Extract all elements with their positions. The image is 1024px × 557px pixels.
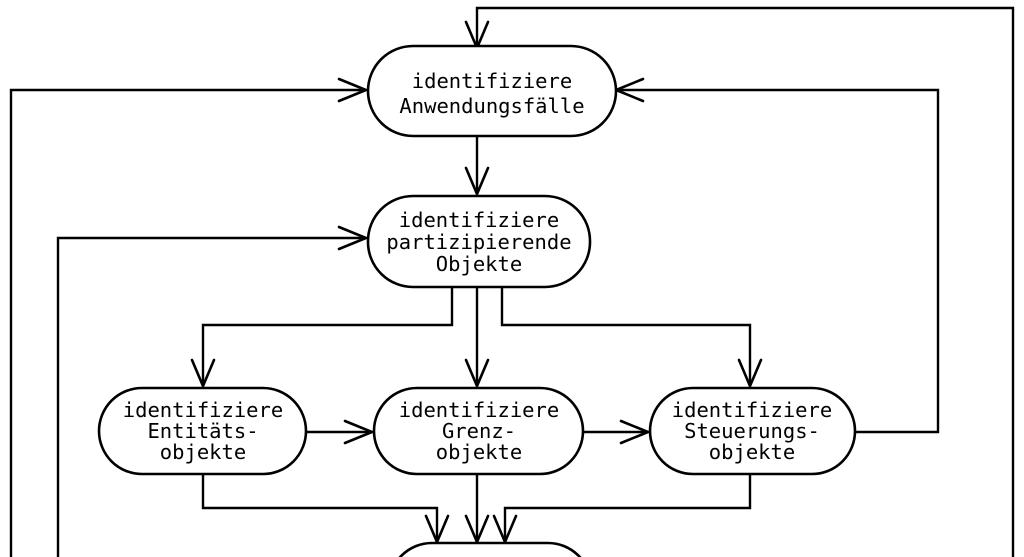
node-entitaetsobjekte-shape[interactable] bbox=[97, 386, 308, 476]
node-bottom-node-cropped[interactable] bbox=[389, 541, 591, 557]
node-partizipierende-objekte-line3: Objekte bbox=[436, 252, 522, 276]
arrow-head-down bbox=[737, 358, 763, 390]
node-steuerungsobjekte-line2: Steuerungs- bbox=[684, 419, 820, 443]
node-anwendungsfaelle-line2: Anwendungsfälle bbox=[399, 94, 584, 118]
node-bottom-node-cropped-shape[interactable] bbox=[389, 541, 591, 557]
edge-path bbox=[500, 287, 752, 386]
node-steuerungsobjekte-shape[interactable] bbox=[648, 386, 857, 476]
edge-partizipierende-to-steuerungs bbox=[500, 287, 763, 390]
node-partizipierende-objekte-line2: partizipierende bbox=[386, 230, 571, 254]
node-layer: identifiziere Anwendungsfälle identifizi… bbox=[97, 44, 857, 557]
node-entitaetsobjekte-line3: objekte bbox=[160, 440, 246, 464]
edge-grenz-to-bottom bbox=[464, 474, 490, 546]
edge-path bbox=[201, 287, 454, 386]
node-steuerungsobjekte-line1: identifiziere bbox=[672, 398, 832, 422]
node-grenzobjekte-line3: objekte bbox=[436, 440, 522, 464]
arrow-head-down bbox=[190, 358, 216, 390]
arrow-head-right bbox=[337, 77, 370, 103]
node-partizipierende-objekte-line1: identifiziere bbox=[399, 208, 559, 232]
node-anwendungsfaelle-line1: identifiziere bbox=[412, 69, 572, 93]
node-grenzobjekte[interactable]: identifiziere Grenz- objekte bbox=[372, 386, 585, 476]
edge-partizipierende-to-entitaets bbox=[190, 287, 454, 390]
edge-entitaets-to-bottom bbox=[201, 474, 450, 546]
edge-path bbox=[201, 474, 439, 542]
node-steuerungsobjekte[interactable]: identifiziere Steuerungs- objekte bbox=[648, 386, 857, 476]
node-partizipierende-objekte-shape[interactable] bbox=[366, 194, 592, 289]
edge-entitaets-to-grenz bbox=[306, 419, 376, 445]
edge-path bbox=[56, 236, 366, 557]
edge-anwendungsfaelle-to-partizipierende bbox=[464, 135, 490, 198]
node-grenzobjekte-line1: identifiziere bbox=[399, 398, 559, 422]
edge-path bbox=[9, 88, 366, 557]
edge-path bbox=[616, 88, 940, 434]
edge-grenz-to-steuerungs bbox=[583, 419, 652, 445]
node-anwendungsfaelle[interactable]: identifiziere Anwendungsfälle bbox=[366, 44, 618, 138]
arrow-head-right bbox=[337, 225, 370, 251]
edge-right-feedback-into-anwendungsfaelle bbox=[612, 77, 940, 434]
node-partizipierende-objekte[interactable]: identifiziere partizipierende Objekte bbox=[366, 194, 592, 289]
edge-partizipierende-to-grenz bbox=[464, 287, 490, 390]
node-grenzobjekte-line2: Grenz- bbox=[442, 419, 516, 443]
node-steuerungsobjekte-line3: objekte bbox=[709, 440, 795, 464]
arrow-head-right bbox=[343, 419, 376, 445]
edge-steuerungs-to-bottom bbox=[492, 474, 752, 546]
node-entitaetsobjekte-line1: identifiziere bbox=[123, 398, 283, 422]
node-anwendungsfaelle-shape[interactable] bbox=[366, 44, 618, 138]
edge-left-feedback-into-partizipierende bbox=[56, 225, 370, 557]
edge-path bbox=[503, 474, 752, 542]
edge-layer bbox=[9, 6, 1015, 557]
arrow-head-down bbox=[464, 166, 490, 198]
edge-path bbox=[475, 6, 1015, 557]
edge-left-feedback-into-anwendungsfaelle bbox=[9, 77, 370, 557]
arrow-head-down bbox=[464, 358, 490, 390]
node-entitaetsobjekte-line2: Entitäts- bbox=[147, 419, 258, 443]
node-grenzobjekte-shape[interactable] bbox=[372, 386, 585, 476]
node-entitaetsobjekte[interactable]: identifiziere Entitäts- objekte bbox=[97, 386, 308, 476]
arrow-head-right bbox=[619, 419, 652, 445]
